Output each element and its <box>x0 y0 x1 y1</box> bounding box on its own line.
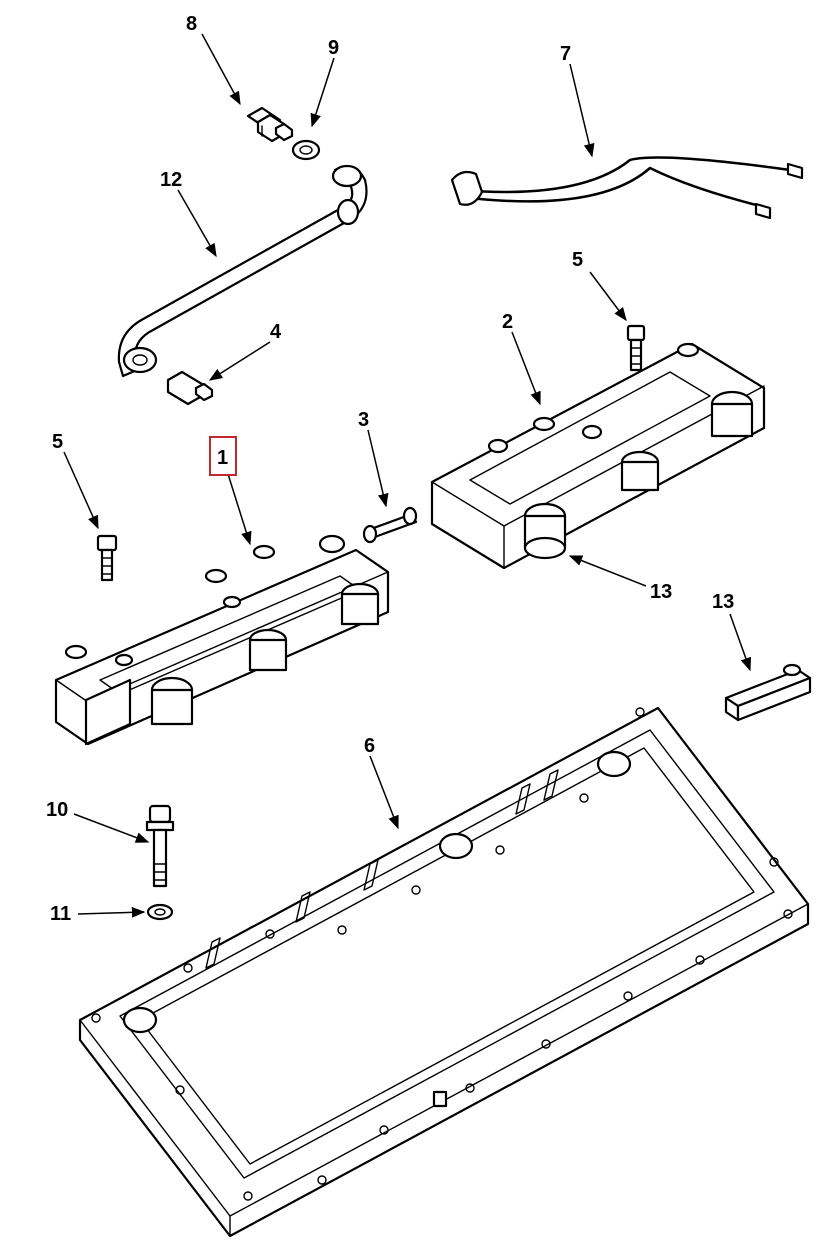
callout-10: 10 <box>46 799 68 821</box>
part-1-rocker-carrier[interactable] <box>54 534 390 746</box>
callout-3: 3 <box>358 409 369 431</box>
callout-5: 5 <box>572 249 583 271</box>
part-3-pin[interactable] <box>362 506 418 544</box>
part-11-washer[interactable] <box>146 903 174 921</box>
callout-1-highlight-box <box>209 436 237 476</box>
part-5-bolt-left[interactable] <box>96 534 118 582</box>
callout-11: 11 <box>50 903 71 925</box>
callout-2: 2 <box>502 311 513 333</box>
part-7-harness[interactable] <box>450 156 804 220</box>
leader-lines <box>63 33 751 918</box>
callout-labels: 8 9 7 12 5 4 2 3 5 1 13 13 6 10 11 <box>46 13 734 925</box>
callout-5: 5 <box>52 431 63 453</box>
part-4-fitting[interactable] <box>166 370 214 406</box>
part-5-bolt-upper[interactable] <box>626 324 646 372</box>
part-13-block[interactable] <box>724 663 812 722</box>
callout-1: 1 <box>217 447 228 469</box>
part-9-washer[interactable] <box>291 139 321 161</box>
callout-6: 6 <box>364 735 375 757</box>
part-8-fitting[interactable] <box>246 106 294 143</box>
part-12-fuel-pipe[interactable] <box>117 164 368 378</box>
callout-13: 13 <box>712 591 734 613</box>
callout-8: 8 <box>186 13 197 35</box>
part-10-bolt[interactable] <box>145 804 175 888</box>
part-6-spacer-frame[interactable] <box>78 706 810 1238</box>
callout-12: 12 <box>160 169 182 191</box>
callout-13: 13 <box>650 581 672 603</box>
part-2-rocker-carrier[interactable] <box>430 342 766 570</box>
callout-9: 9 <box>328 37 339 59</box>
callout-4: 4 <box>270 321 282 343</box>
callout-7: 7 <box>560 43 571 65</box>
